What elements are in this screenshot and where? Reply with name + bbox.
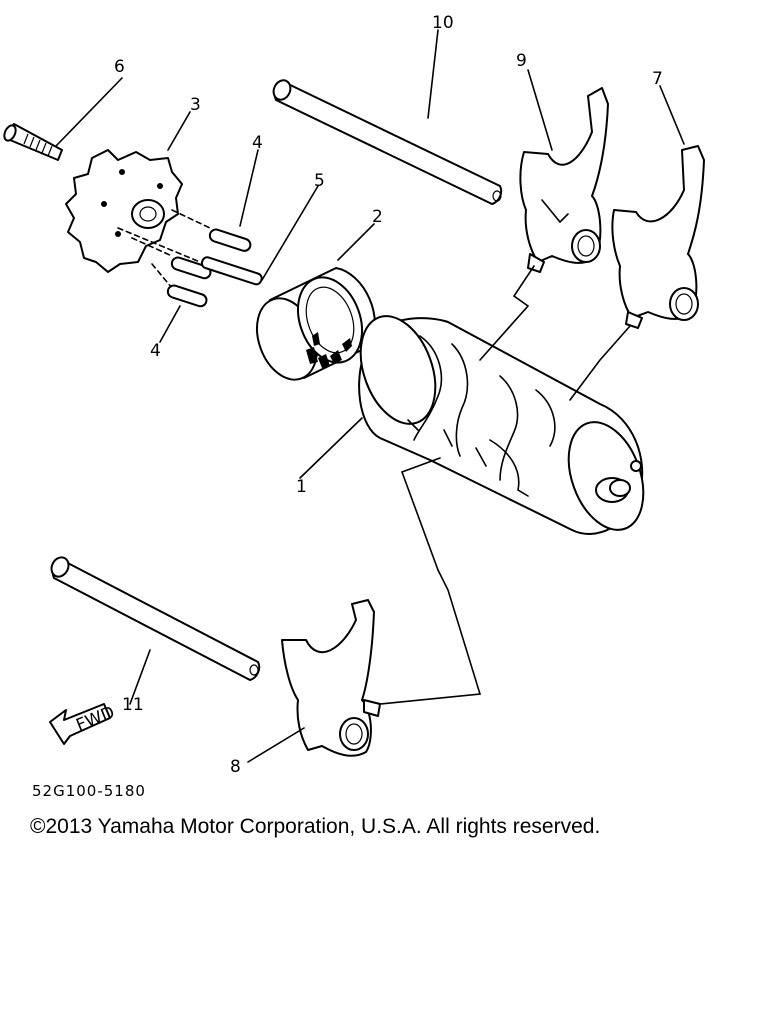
callout-2: 2	[372, 207, 383, 227]
callout-7: 7	[652, 69, 663, 89]
callout-3: 3	[190, 95, 201, 115]
callout-8: 8	[230, 757, 241, 777]
callout-5: 5	[314, 171, 325, 191]
shift-drum	[358, 315, 645, 535]
callout-labels: 1 2 3 4 4 5 6 7 8 9 10 11	[114, 13, 663, 777]
needle-bearing	[256, 267, 376, 381]
shift-fork-8	[281, 599, 381, 757]
bolt	[3, 123, 63, 161]
callout-6: 6	[114, 57, 125, 77]
callout-11: 11	[122, 695, 144, 715]
callout-9: 9	[516, 51, 527, 71]
forward-arrow-icon: FWD	[49, 703, 118, 745]
copyright-notice: ©2013 Yamaha Motor Corporation, U.S.A. A…	[30, 815, 601, 838]
callout-1: 1	[296, 477, 307, 497]
shift-fork-9	[519, 87, 609, 273]
guide-bar-lower	[50, 556, 261, 681]
shift-cam	[65, 149, 183, 273]
part-code: 52G100-5180	[32, 782, 146, 800]
leader-lines	[55, 29, 685, 763]
fwd-label: FWD	[73, 703, 117, 736]
guide-bar-upper	[272, 79, 503, 205]
exploded-parts-diagram: FWD 1 2 3 4 4 5 6 7 8 9 10 11	[3, 13, 705, 777]
callout-4a: 4	[252, 133, 263, 153]
callout-4b: 4	[150, 341, 161, 361]
dowel-pins	[117, 209, 263, 308]
shift-fork-7	[611, 145, 705, 329]
callout-10: 10	[432, 13, 454, 33]
